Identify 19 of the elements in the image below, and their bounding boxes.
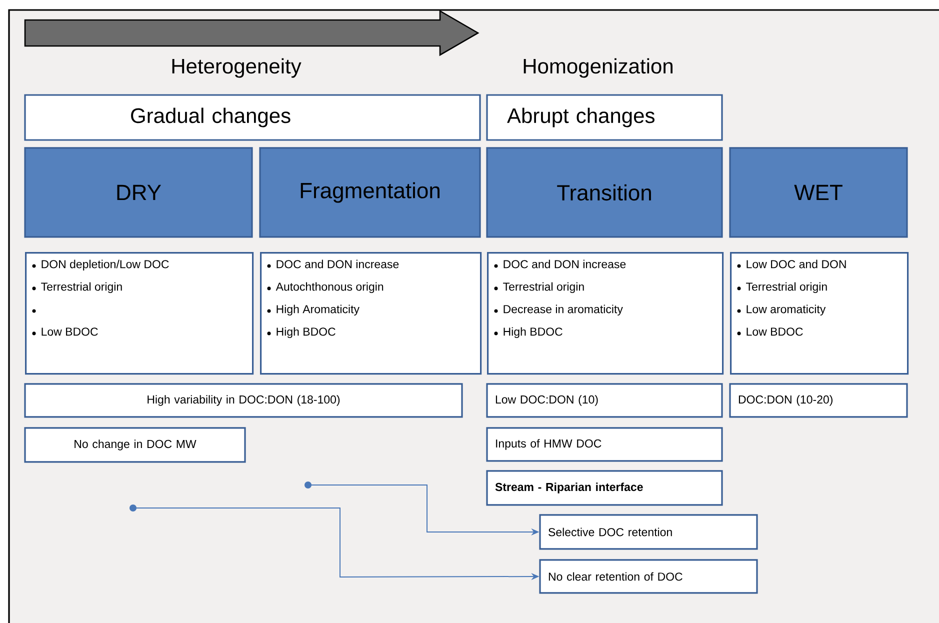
text-box: Inputs of HMW DOC (486, 427, 723, 462)
text-box: DOC:DON (10-20) (729, 383, 908, 418)
text-box: Selective DOC retention (539, 514, 758, 550)
bullet-list-box: Low DOC and DON Terrestrial origin Low aromaticity Low BDOC (730, 252, 909, 375)
heading: Homogenization (524, 58, 672, 78)
bullet-list-box: DON depletion/Low DOC Terrestrial origin Low BDOC (25, 252, 254, 375)
text-box: Abrupt changes (486, 94, 723, 141)
category-box: DRY (24, 147, 253, 238)
category-box: Transition (486, 147, 723, 238)
bullet-list-box: DOC and DON increase Terrestrial origin Decrease in aromaticity High BDOC (487, 252, 724, 375)
text-box: Gradual changes (24, 94, 481, 141)
category-box: Fragmentation (259, 147, 481, 238)
text-box: High variability in DOC:DON (18-100) (24, 383, 463, 418)
bullet-list-box: DOC and DON increase Autochthonous origin High Aromaticity High BDOC (260, 252, 482, 375)
text-box: No change in DOC MW (24, 427, 246, 463)
text-box: Stream - Riparian interface (486, 470, 723, 506)
text-box: No clear retention of DOC (539, 559, 758, 594)
category-box: WET (729, 147, 908, 238)
text-box: Low DOC:DON (10) (486, 383, 723, 418)
